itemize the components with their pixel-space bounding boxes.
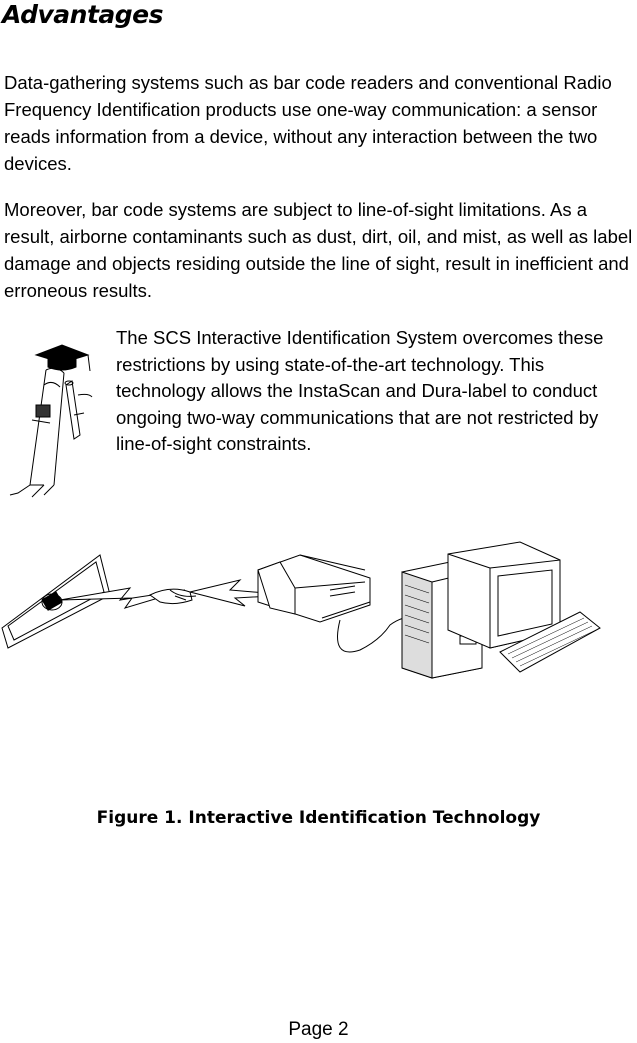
interactive-identification-illustration [1, 541, 601, 679]
keyboard-icon [499, 611, 601, 673]
handshake-icon [149, 588, 197, 605]
paragraph-scs-system: The SCS Interactive Identification Syste… [116, 327, 604, 454]
section-heading: Advantages [2, 0, 164, 29]
graduate-clipart [9, 344, 93, 498]
figure-caption: Figure 1. Interactive Identification Tec… [96, 808, 541, 828]
paragraph-one-way-communication: Data-gathering systems such as bar code … [4, 72, 612, 174]
instascan-reader-icon [257, 554, 371, 623]
dura-label-tag-icon [1, 554, 111, 649]
page-number: Page 2 [288, 1019, 349, 1040]
paragraph-line-of-sight: Moreover, bar code systems are subject t… [4, 199, 633, 301]
monitor-icon [447, 541, 561, 649]
